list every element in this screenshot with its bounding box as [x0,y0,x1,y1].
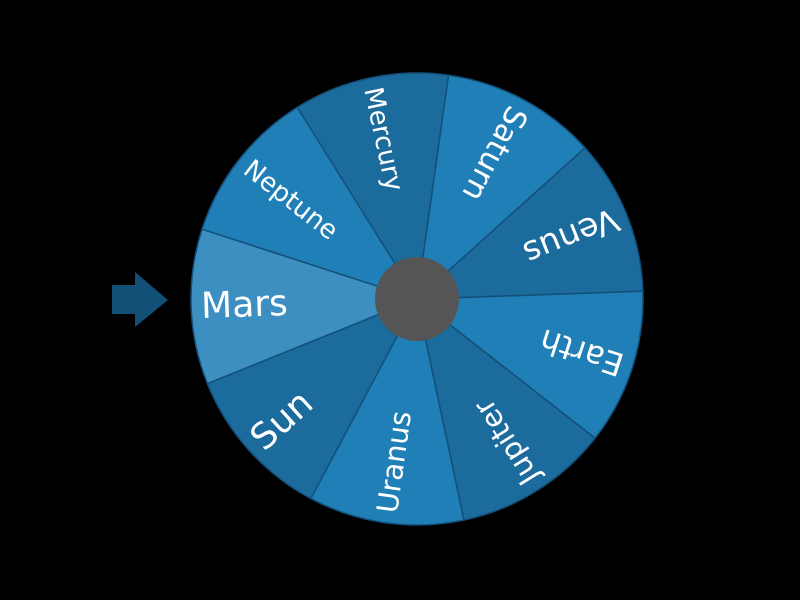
wheel-segment-neptune[interactable]: Neptune [201,106,419,301]
wheel-segment-mars[interactable]: Mars [190,228,420,385]
wheel-segment-earth[interactable]: Earth [414,290,644,440]
segment-slice [296,72,450,302]
wheel-segment-uranus[interactable]: Uranus [309,296,465,526]
wheel-segment-jupiter[interactable]: Jupiter [415,297,597,521]
segment-slice [415,297,597,521]
segment-slice [415,74,587,301]
wheel-hub[interactable] [375,257,459,341]
segment-slice [309,296,465,526]
segment-slice [201,106,419,301]
wheel-segment-mercury[interactable]: Mercury [296,72,450,302]
arrow-right-icon [112,272,168,327]
segment-slice [414,290,644,440]
segment-slice [414,146,644,300]
segment-label: Mars [200,283,288,327]
wheel-segment-saturn[interactable]: Saturn [415,74,587,301]
segment-slice [190,228,420,385]
wheel-segment-venus[interactable]: Venus [414,146,644,300]
segment-slice [206,297,419,500]
wheel-segment-sun[interactable]: Sun [206,297,419,500]
